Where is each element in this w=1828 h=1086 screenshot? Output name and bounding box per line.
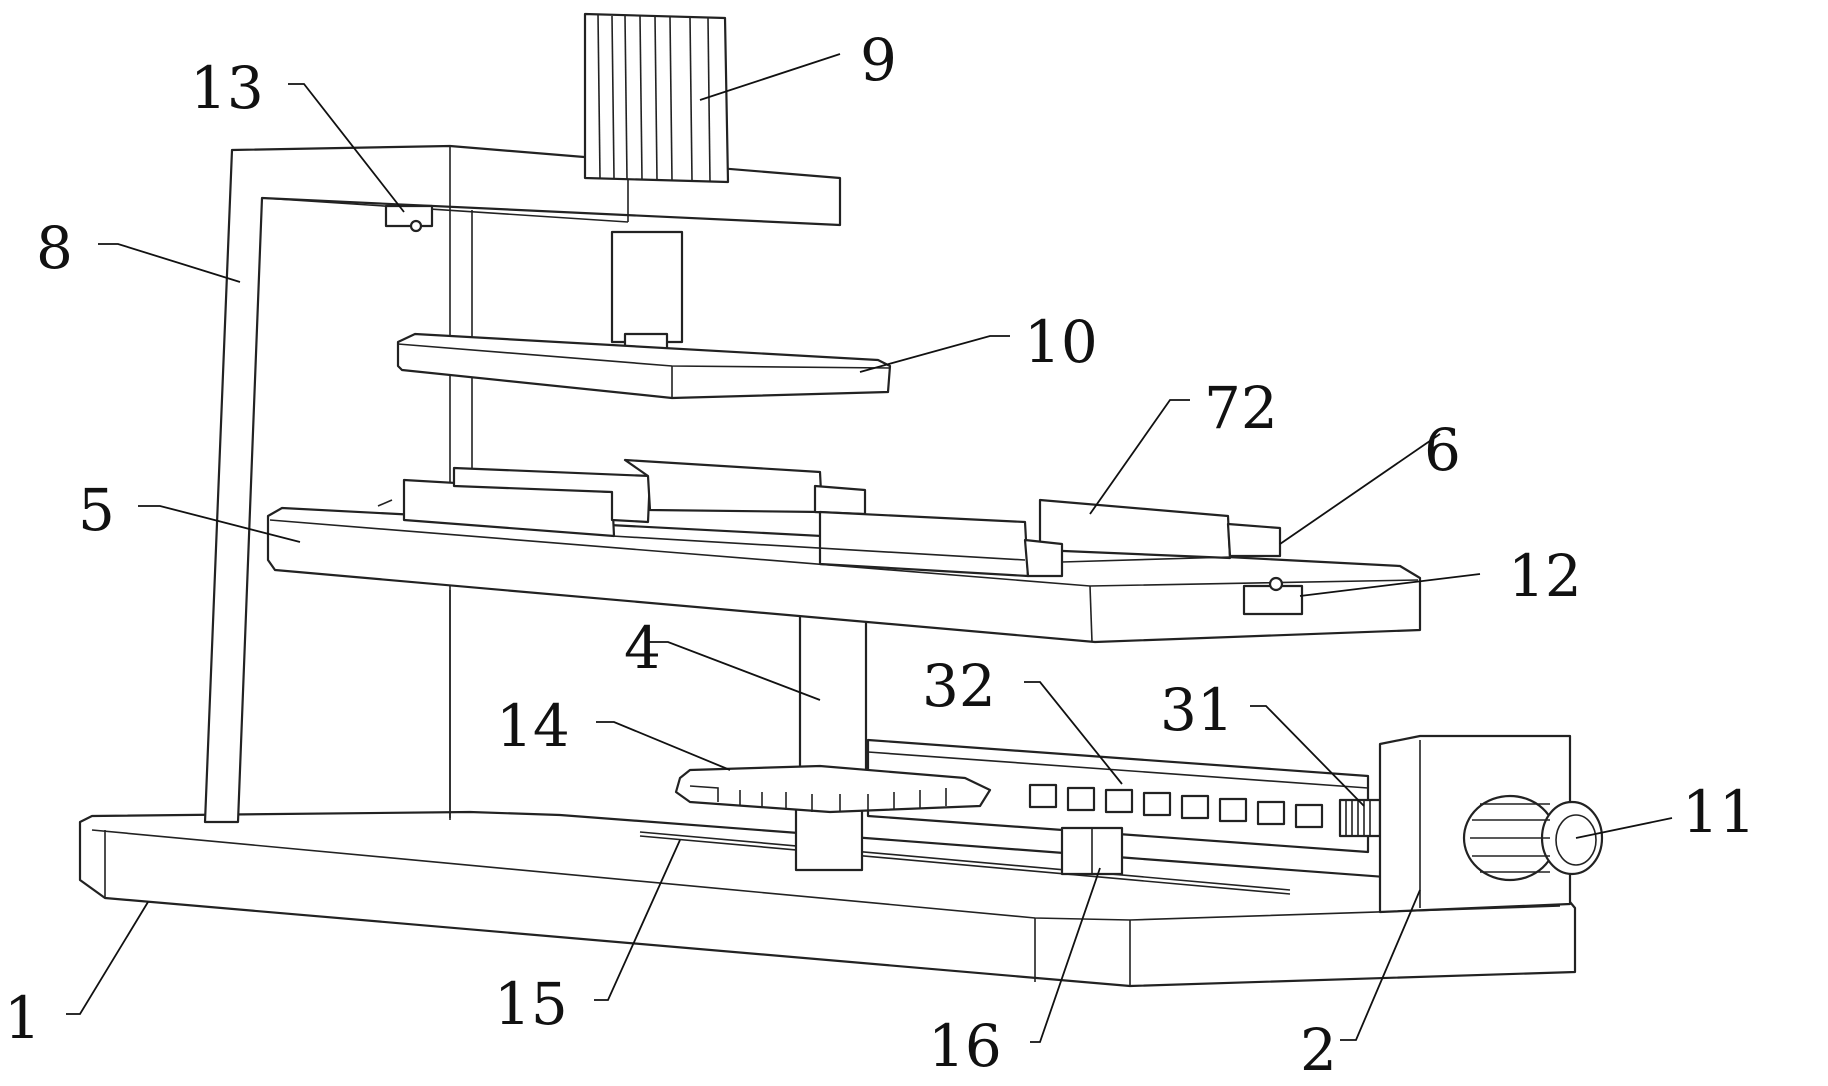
- press-plate-10: [396, 332, 892, 400]
- label-10: 10: [1024, 308, 1098, 376]
- rack-rail-32: [866, 738, 1370, 854]
- clamp-rails: [377, 458, 1282, 578]
- label-14: 14: [496, 692, 570, 760]
- label-2: 2: [1300, 1016, 1337, 1084]
- sensor-12: [1242, 576, 1304, 616]
- label-6: 6: [1424, 416, 1461, 484]
- label-15: 15: [494, 970, 568, 1038]
- label-32: 32: [922, 652, 996, 720]
- label-72: 72: [1204, 374, 1278, 442]
- label-11: 11: [1682, 778, 1756, 846]
- label-12: 12: [1508, 542, 1582, 610]
- label-31: 31: [1160, 676, 1234, 744]
- label-16: 16: [928, 1012, 1002, 1080]
- label-4: 4: [624, 614, 661, 682]
- reference-numerals: 1 2 4 5 6 8 9 10 11 12 13 14 15 16 31 32…: [4, 26, 1756, 1084]
- label-1: 1: [4, 984, 41, 1052]
- rack-teeth: [1028, 783, 1324, 829]
- spring-31: [1338, 798, 1382, 838]
- sensor-13: [384, 204, 434, 233]
- leader-lines: [66, 53, 1673, 1043]
- label-5: 5: [78, 476, 115, 544]
- gear-14: [674, 764, 992, 814]
- label-13: 13: [190, 54, 264, 122]
- cylinder-9: [583, 12, 730, 184]
- label-8: 8: [36, 214, 73, 282]
- support-column-4: [794, 608, 868, 872]
- knob-11: [1462, 794, 1604, 882]
- slider-16: [1060, 826, 1124, 876]
- worktable-5: [266, 506, 1422, 644]
- piston-rod: [610, 230, 684, 354]
- label-9: 9: [860, 26, 897, 94]
